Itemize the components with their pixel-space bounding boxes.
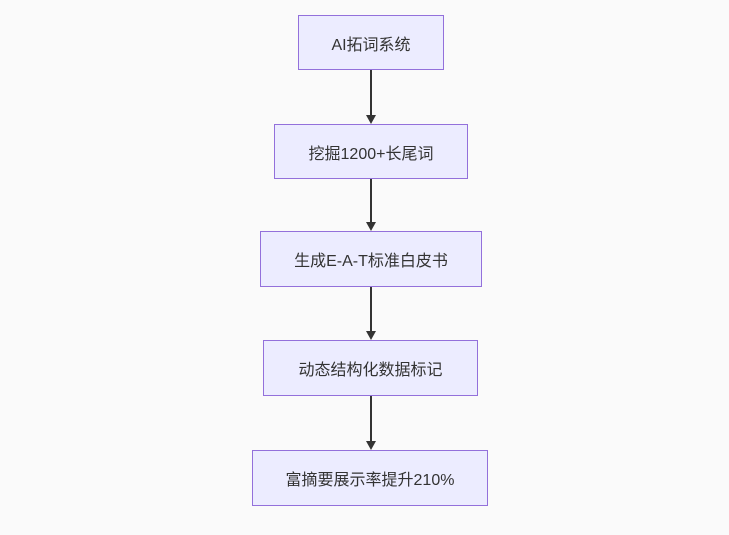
flow-node-label: AI拓词系统 <box>331 36 411 54</box>
arrowhead-down-icon <box>366 222 376 231</box>
arrow-line <box>370 287 372 331</box>
arrow-line <box>370 396 372 441</box>
arrow-line <box>370 179 372 222</box>
flow-node-label: 挖掘1200+长尾词 <box>308 145 434 163</box>
edge-arrow-1 <box>366 70 376 124</box>
arrowhead-down-icon <box>366 331 376 340</box>
arrowhead-down-icon <box>366 441 376 450</box>
flow-node-eat-whitepaper: 生成E-A-T标准白皮书 <box>260 231 482 287</box>
flow-node-label: 动态结构化数据标记 <box>298 362 443 379</box>
flow-node-label: 富摘要展示率提升210% <box>285 472 455 489</box>
arrow-line <box>370 70 372 115</box>
edge-arrow-4 <box>366 396 376 450</box>
flow-node-longtail-mining: 挖掘1200+长尾词 <box>274 124 468 179</box>
flow-node-rich-snippet-result: 富摘要展示率提升210% <box>252 450 488 506</box>
edge-arrow-3 <box>366 287 376 340</box>
flow-node-label: 生成E-A-T标准白皮书 <box>294 253 448 270</box>
flow-node-structured-data-markup: 动态结构化数据标记 <box>263 340 478 396</box>
flow-node-ai-keyword-system: AI拓词系统 <box>298 15 444 70</box>
arrowhead-down-icon <box>366 115 376 124</box>
edge-arrow-2 <box>366 179 376 231</box>
